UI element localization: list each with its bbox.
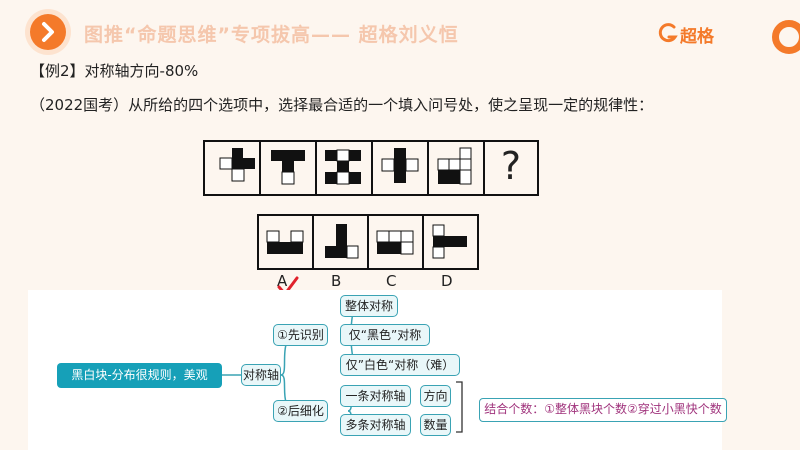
header-bar: 图推“命题思维”专项拔高—— 超格刘义恒 超格 <box>0 0 800 60</box>
mindmap-node-black-symmetry: 仅“黑色”对称 <box>340 324 430 346</box>
example-title: 【例2】对称轴方向-80% <box>30 62 199 80</box>
option-figure-b[interactable] <box>314 216 369 268</box>
question-text: （2022国考）从所给的四个选项中，选择最合适的一个填入问号处，使之呈现一定的规… <box>30 96 654 114</box>
option-figure-d[interactable] <box>424 216 477 268</box>
option-label-b[interactable]: B <box>331 272 342 290</box>
puzzle-question-cell: ? <box>485 142 537 194</box>
mindmap-node-multi-axis: 多条对称轴 <box>340 414 411 436</box>
header-title: 图推“命题思维”专项拔高—— 超格刘义恒 <box>84 24 459 46</box>
next-arrow-button[interactable] <box>30 14 66 50</box>
option-figure-a[interactable] <box>259 216 314 268</box>
chevron-right-icon <box>42 22 54 42</box>
mindmap-note: 结合个数：①整体黑块个数②穿过小黑快个数 <box>479 398 727 422</box>
puzzle-sequence: ? <box>203 140 539 196</box>
mindmap-root-node: 黑白块-分布很规则，美观 <box>57 363 222 388</box>
puzzle-figure-2 <box>261 142 317 194</box>
mindmap-node-step1: ①先识别 <box>273 324 328 346</box>
brand-logo-text: 超格 <box>680 27 714 47</box>
puzzle-figure-1 <box>205 142 261 194</box>
puzzle-figure-5 <box>429 142 485 194</box>
option-label-a[interactable]: A <box>277 272 288 290</box>
mindmap-node-step2: ②后细化 <box>273 400 328 422</box>
corner-ring-decoration <box>772 20 800 54</box>
mindmap-node-single-axis: 一条对称轴 <box>340 385 411 407</box>
mindmap-node-whole-symmetry: 整体对称 <box>340 295 398 317</box>
mindmap-node-white-symmetry: 仅”白色“对称（难） <box>340 354 460 376</box>
mindmap-node-count: 数量 <box>420 414 451 436</box>
option-label-d[interactable]: D <box>441 272 453 290</box>
mindmap-node-axis: 对称轴 <box>241 364 281 386</box>
option-label-c[interactable]: C <box>386 272 397 290</box>
brand-logo: 超格 <box>658 22 738 47</box>
puzzle-figure-3 <box>317 142 373 194</box>
mindmap-panel: 黑白块-分布很规则，美观 对称轴 ①先识别 ②后细化 整体对称 仅“黑色”对称 … <box>28 290 727 450</box>
brand-g-icon <box>658 23 678 43</box>
question-mark: ? <box>500 144 522 188</box>
mindmap-node-direction: 方向 <box>420 385 451 407</box>
answer-options <box>257 214 479 270</box>
puzzle-figure-4 <box>373 142 429 194</box>
option-figure-c[interactable] <box>369 216 424 268</box>
